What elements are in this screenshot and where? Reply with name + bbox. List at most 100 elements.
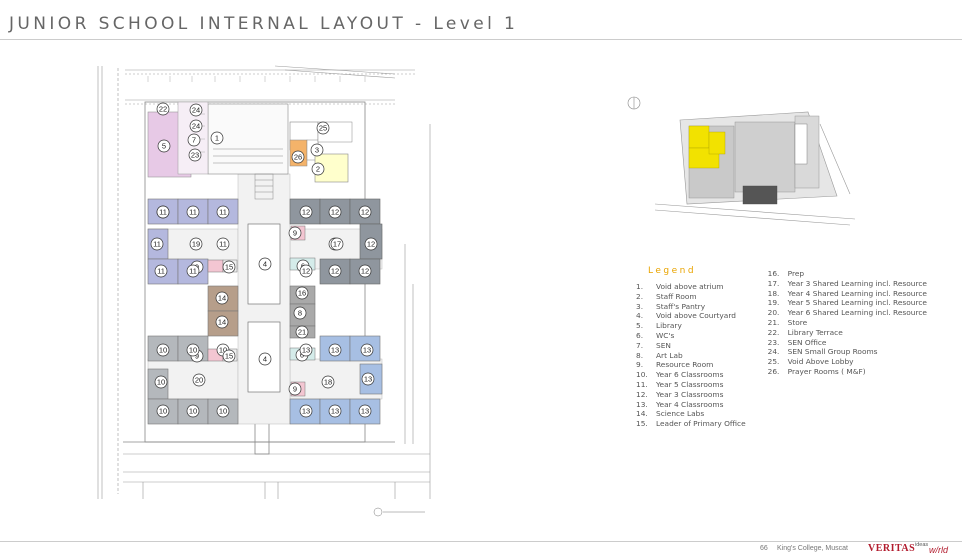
legend-item: 13.Year 4 Classrooms [636,400,746,410]
room-label-18: 18 [321,375,335,389]
svg-text:10: 10 [219,407,227,416]
legend-item: 2.Staff Room [636,292,746,302]
room-label-13: 13 [358,404,372,418]
legend-item: 26.Prayer Rooms ( M&F) [768,367,927,377]
room-label-8: 8 [293,306,307,320]
svg-text:2: 2 [316,165,320,174]
svg-text:23: 23 [191,151,199,160]
legend-item: 8.Art Lab [636,351,746,361]
legend-item-label: Science Labs [656,409,705,419]
svg-text:10: 10 [157,378,165,387]
room-label-22: 22 [156,102,170,116]
svg-text:16: 16 [298,289,306,298]
svg-text:4: 4 [263,355,267,364]
legend-item-number: 18. [767,288,780,298]
legend-item-number: 10. [636,370,648,380]
legend-item: 21. Store [768,318,927,328]
svg-text:11: 11 [153,240,161,249]
legend-item-number: 20. [767,308,780,318]
room-label-12: 12 [328,264,342,278]
svg-text:13: 13 [302,407,310,416]
room-label-2: 2 [311,162,325,176]
legend-item-number: 9. [636,360,644,370]
footer-divider [0,541,962,542]
grid-markers [147,76,366,82]
svg-text:13: 13 [361,407,369,416]
svg-text:10: 10 [219,346,227,355]
legend-item-label: Resource Room [656,360,714,370]
room-label-9: 9 [288,226,302,240]
legend-item-number: 22. [767,327,780,337]
legend-item: 18.Year 4 Shared Learning incl. Resource [768,289,927,299]
legend-item-number: 12. [636,389,648,399]
legend-item-label: Prayer Rooms ( M&F) [787,366,866,376]
room-label-16: 16 [295,286,309,300]
legend-item: 1. Void above atrium [636,282,746,292]
svg-text:11: 11 [219,240,227,249]
legend-item-number: 2. [636,291,644,301]
room-label-11: 11 [154,264,168,278]
svg-text:12: 12 [331,208,339,217]
room-label-10: 10 [156,343,170,357]
legend-item-label: Store [787,317,808,327]
legend-item-label: Void Above Lobby [787,357,854,367]
svg-text:1: 1 [215,134,219,143]
legend-item: 19.Year 5 Shared Learning incl. Resource [768,298,927,308]
floor-plan: 1234456678999910101010101010111111111111… [97,65,431,517]
legend-item: 9. Resource Room [636,360,746,370]
legend-item-label: Prep [787,269,805,278]
svg-text:7: 7 [192,136,196,145]
legend-item-number: 1. [636,282,644,291]
plan-caption-marker [373,507,425,517]
legend-item-label: Year 5 Classrooms [656,379,724,389]
svg-text:9: 9 [195,352,199,361]
legend-item-number: 16. [767,269,780,278]
svg-text:20: 20 [195,376,203,385]
legend-item-label: Year 4 Classrooms [656,399,724,409]
svg-text:12: 12 [361,208,369,217]
svg-text:12: 12 [302,208,310,217]
veritas-logo: VERITAS [868,543,916,554]
room-label-1: 1 [210,131,224,145]
svg-text:12: 12 [361,267,369,276]
room-label-10: 10 [156,404,170,418]
room-label-13: 13 [328,404,342,418]
svg-text:5: 5 [162,142,166,151]
site-context-lines [97,65,431,499]
svg-text:10: 10 [189,407,197,416]
legend-item: 14. Science Labs [636,409,746,419]
room-label-21: 21 [295,325,309,339]
room-label-25: 25 [316,121,330,135]
room-label-19: 19 [189,237,203,251]
legend-item-number: 14. [636,409,648,419]
room-label-5: 5 [157,139,171,153]
legend-item: 7.SEN [636,341,746,351]
page-number: 66 [760,545,768,552]
svg-text:14: 14 [218,318,226,327]
legend-item-number: 3. [636,301,644,311]
svg-text:12: 12 [331,267,339,276]
legend-item: 6.WC's [636,331,746,341]
legend-item: 17.Year 3 Shared Learning incl. Resource [768,279,927,289]
room-label-12: 12 [299,264,313,278]
page-title: JUNIOR SCHOOL INTERNAL LAYOUT - Level 1 [9,14,519,34]
legend-item-number: 17. [767,278,780,288]
svg-text:3: 3 [315,146,319,155]
legend-item-number: 4. [636,311,644,321]
legend-item-number: 7. [636,340,644,350]
svg-text:6: 6 [300,351,304,360]
legend-item: 10.Year 6 Classrooms [636,370,746,380]
legend-item-number: 21. [767,317,780,327]
legend-item-label: Void above atrium [656,282,724,291]
room-label-12: 12 [299,205,313,219]
legend-item: 25.Void Above Lobby [768,357,927,367]
legend-item-label: Year 5 Shared Learning incl. Resource [787,298,927,308]
svg-text:9: 9 [293,229,297,238]
legend-item-number: 23. [767,337,780,347]
ideas-world-logo-small: ideas [915,542,929,548]
svg-text:21: 21 [298,328,306,337]
room-label-14: 14 [215,315,229,329]
room-label-7: 7 [187,133,201,147]
legend-item-label: WC's [656,330,675,340]
